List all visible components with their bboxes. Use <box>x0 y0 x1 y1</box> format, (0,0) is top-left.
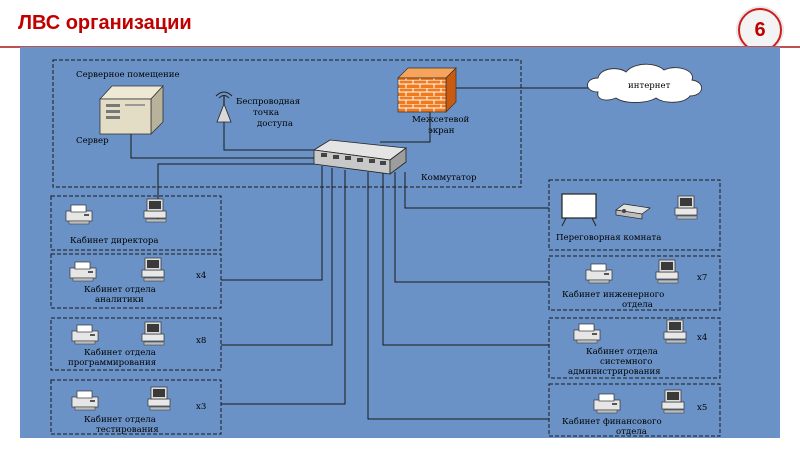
office-sysadmin-label-3: администрирования <box>568 367 661 377</box>
office-programming: x8 Кабинет отдела программирования <box>50 317 222 371</box>
office-sysadmin-label-1: Кабинет отдела <box>586 346 658 357</box>
office-analytics: x4 Кабинет отдела аналитики <box>50 253 222 309</box>
wifi-label-line1: Беспроводная <box>236 97 300 107</box>
server-room-label: Серверное помещение <box>76 70 180 80</box>
office-sysadmin: x4 Кабинет отдела системного администрир… <box>548 317 721 379</box>
office-engineering-label-1: Кабинет инженерного <box>562 289 664 300</box>
server-icon <box>99 84 164 135</box>
office-testing: x3 Кабинет отдела тестирования <box>50 379 222 435</box>
wifi-label-line3: доступа <box>257 119 293 129</box>
office-director-label: Кабинет директора <box>70 235 159 246</box>
switch-label: Коммутатор <box>421 173 477 183</box>
wifi-label-line2: точка <box>253 108 279 118</box>
office-programming-count: x8 <box>196 336 206 346</box>
office-testing-count: x3 <box>196 402 206 412</box>
office-analytics-count: x4 <box>196 271 207 281</box>
page-title: ЛВС организации <box>18 12 192 34</box>
office-meeting-label: Переговорная комната <box>556 233 661 243</box>
internet-label: интернет <box>628 81 671 91</box>
office-meeting-room: Переговорная комната <box>548 179 721 251</box>
office-finance-label-2: отдела <box>616 427 647 437</box>
office-engineering-label-2: отдела <box>622 300 653 310</box>
office-engineering-count: x7 <box>697 273 707 283</box>
office-programming-label-2: программирования <box>68 358 156 368</box>
wireless-access-point-icon <box>215 91 233 123</box>
projection-screen-icon <box>561 193 597 227</box>
office-testing-label-1: Кабинет отдела <box>84 414 156 425</box>
server-room-box <box>52 59 522 188</box>
firewall-icon <box>397 67 457 113</box>
connection-lines <box>130 87 592 420</box>
office-finance: x5 Кабинет финансового отдела <box>548 383 721 437</box>
office-engineering: x7 Кабинет инженерного отдела <box>548 255 721 311</box>
office-programming-label-1: Кабинет отдела <box>84 347 156 358</box>
projector-icon <box>615 203 651 220</box>
office-testing-label-2: тестирования <box>96 425 159 435</box>
firewall-label-line1: Межсетевой <box>412 115 470 125</box>
office-sysadmin-label-2: системного <box>600 357 652 367</box>
office-director: Кабинет директора <box>50 195 222 251</box>
office-finance-label-1: Кабинет финансового <box>562 416 662 427</box>
internet-cloud-icon <box>587 63 702 103</box>
firewall-label-line2: экран <box>428 126 455 136</box>
network-switch-icon <box>312 139 408 175</box>
office-sysadmin-count: x4 <box>697 333 708 343</box>
office-analytics-label-1: Кабинет отдела <box>84 284 156 295</box>
office-analytics-label-2: аналитики <box>95 295 144 305</box>
office-finance-count: x5 <box>697 403 707 413</box>
server-label: Сервер <box>76 136 109 146</box>
